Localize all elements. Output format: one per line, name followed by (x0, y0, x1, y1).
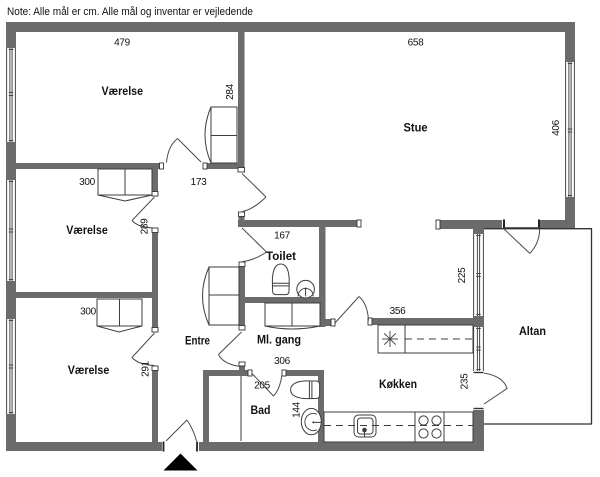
svg-text:Stue: Stue (404, 120, 428, 134)
svg-text:406: 406 (551, 119, 562, 136)
svg-text:479: 479 (114, 38, 131, 49)
svg-text:658: 658 (408, 38, 425, 49)
svg-text:173: 173 (191, 177, 208, 188)
svg-text:Toilet: Toilet (266, 249, 296, 263)
svg-text:284: 284 (225, 83, 236, 100)
svg-text:Ml. gang: Ml. gang (257, 333, 301, 347)
svg-text:225: 225 (457, 267, 468, 284)
svg-text:Køkken: Køkken (379, 377, 417, 391)
svg-text:291: 291 (141, 360, 152, 377)
svg-text:Bad: Bad (251, 403, 271, 417)
svg-text:356: 356 (390, 306, 407, 317)
svg-text:Værelse: Værelse (66, 223, 108, 237)
svg-text:144: 144 (292, 401, 303, 418)
svg-text:Entre: Entre (185, 334, 210, 348)
svg-text:Altan: Altan (519, 324, 546, 338)
svg-text:235: 235 (460, 373, 471, 390)
svg-text:289: 289 (140, 218, 151, 235)
svg-text:306: 306 (274, 356, 291, 367)
svg-text:Note: Alle mål er cm. Alle mål: Note: Alle mål er cm. Alle mål og invent… (7, 6, 253, 18)
svg-text:300: 300 (79, 177, 96, 188)
svg-text:167: 167 (274, 231, 291, 242)
svg-text:Værelse: Værelse (102, 84, 144, 98)
svg-text:205: 205 (254, 381, 271, 392)
svg-text:300: 300 (80, 307, 97, 318)
svg-text:Værelse: Værelse (68, 363, 110, 377)
